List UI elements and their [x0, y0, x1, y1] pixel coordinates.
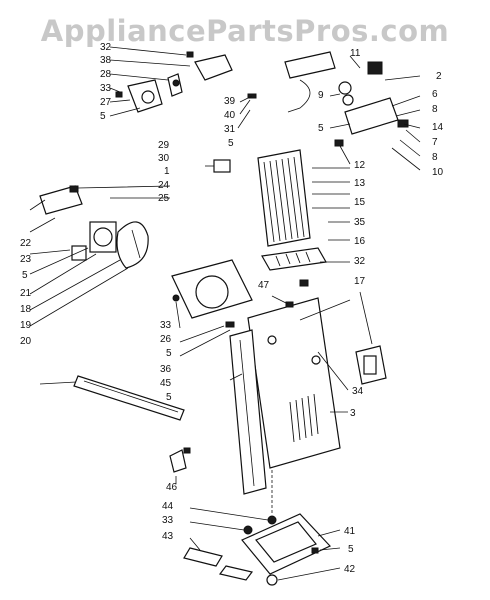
label-7: 7 [432, 137, 438, 148]
watermark: AppliancePartsPros.com [40, 14, 450, 48]
label-18: 18 [20, 304, 32, 315]
label-19: 19 [20, 320, 32, 331]
label-29: 29 [158, 140, 170, 151]
kickplate-strip [39, 375, 185, 421]
label-33: 33 [100, 83, 112, 94]
label-5: 5 [100, 111, 106, 122]
label-46: 46 [166, 482, 178, 493]
label-28: 28 [100, 69, 112, 80]
label-3: 3 [350, 408, 356, 419]
control-bracket [355, 291, 387, 385]
label-39: 39 [224, 96, 236, 107]
label-34: 34 [352, 386, 364, 397]
callout-labels: 32 38 28 33 27 5 11 2 9 6 8 5 14 7 8 10 … [20, 42, 444, 575]
label-5b: 5 [318, 123, 324, 134]
label-5g: 5 [348, 544, 354, 555]
label-8b: 8 [432, 152, 438, 163]
label-13: 13 [354, 178, 366, 189]
label-2: 2 [436, 71, 442, 82]
label-35: 35 [354, 217, 366, 228]
base-drain-pan [183, 470, 341, 586]
label-38: 38 [100, 55, 112, 66]
air-duct [229, 329, 267, 495]
label-20: 20 [20, 336, 32, 347]
label-42: 42 [344, 564, 356, 575]
label-1: 1 [164, 166, 170, 177]
fan-shroud [171, 259, 253, 357]
label-30: 30 [158, 153, 170, 164]
label-5d: 5 [22, 270, 28, 281]
timer-assembly [109, 46, 257, 129]
label-12: 12 [354, 160, 366, 171]
label-14: 14 [432, 122, 444, 133]
label-8: 8 [432, 104, 438, 115]
label-45: 45 [160, 378, 172, 389]
label-5e: 5 [166, 348, 172, 359]
label-41: 41 [344, 526, 356, 537]
label-33b: 33 [160, 320, 172, 331]
label-22: 22 [20, 238, 32, 249]
heater-bracket-assembly [284, 51, 421, 171]
label-25: 25 [158, 193, 170, 204]
label-11: 11 [350, 48, 361, 59]
label-40: 40 [224, 110, 236, 121]
label-21: 21 [20, 288, 32, 299]
label-17: 17 [354, 276, 366, 287]
label-26: 26 [160, 334, 172, 345]
label-43: 43 [162, 531, 174, 542]
label-6: 6 [432, 89, 438, 100]
label-27: 27 [100, 97, 112, 108]
label-24: 24 [158, 180, 170, 191]
switch-part [205, 159, 231, 173]
label-32b: 32 [354, 256, 366, 267]
label-36: 36 [160, 364, 172, 375]
rear-panel [247, 295, 351, 469]
label-23: 23 [20, 254, 32, 265]
label-31: 31 [224, 124, 236, 135]
label-5c: 5 [228, 138, 234, 149]
label-33c: 33 [162, 515, 174, 526]
label-10: 10 [432, 167, 444, 178]
evaporator-grille [257, 149, 350, 247]
label-44: 44 [162, 501, 174, 512]
label-5f: 5 [166, 392, 172, 403]
label-9: 9 [318, 90, 324, 101]
clip-part [169, 447, 191, 484]
label-32: 32 [100, 42, 112, 53]
label-16: 16 [354, 236, 366, 247]
label-15: 15 [354, 197, 366, 208]
drain-tray [261, 221, 350, 287]
label-47: 47 [258, 280, 270, 291]
fan-motor-assembly [29, 185, 171, 327]
